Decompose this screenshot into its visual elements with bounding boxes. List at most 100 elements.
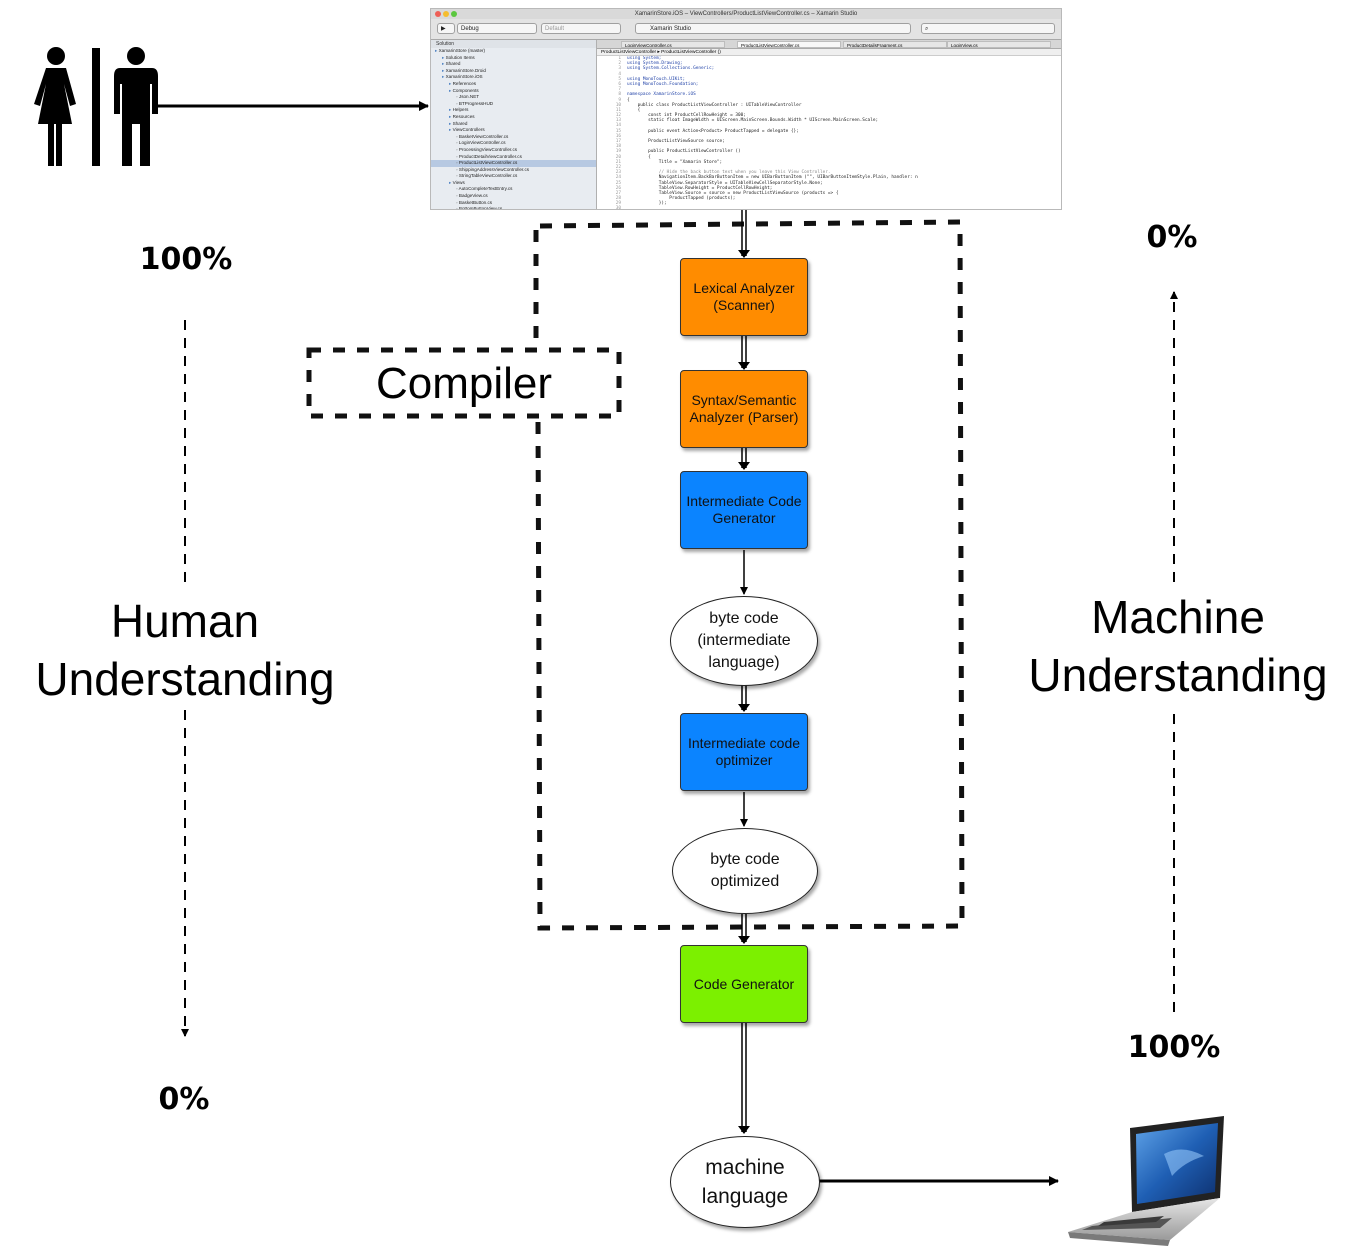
tree-item-label: ViewControllers	[452, 127, 485, 133]
tree-item[interactable]: ▫ ProductDetailViewController.cs	[431, 154, 596, 161]
code-line: 19 public ProductListViewController ()	[597, 149, 1061, 154]
tree-item-label: StringTableViewController.cs	[458, 173, 518, 179]
tree-item[interactable]: ▫ ShippingAddressViewController.cs	[431, 167, 596, 174]
search-field[interactable]: ⌕	[921, 23, 1055, 34]
tree-item[interactable]: ▸ XamarinStore.Droid	[431, 68, 596, 75]
line-number: 23	[615, 170, 621, 176]
file-icon: ▫	[456, 186, 459, 192]
tree-item[interactable]: ▸ Resources	[431, 114, 596, 121]
run-button[interactable]: ▶	[437, 23, 455, 34]
folder-icon: ▸	[449, 179, 453, 185]
code-text: public ProductListViewController ()	[627, 149, 741, 155]
file-icon: ▫	[456, 199, 459, 205]
tree-item-label: Json.NET	[458, 94, 480, 100]
tree-item[interactable]: ▫ AutoCompleteTextEntry.cs	[431, 186, 596, 193]
line-number: 14	[615, 123, 621, 129]
tree-item[interactable]: ▫ LoginViewController.cs	[431, 140, 596, 147]
editor-tab[interactable]: LoginViewController.cs	[621, 41, 725, 48]
code-text: using MonoTouch.UIKit;	[627, 76, 686, 82]
tree-item[interactable]: ▸ Helpers	[431, 107, 596, 114]
code-text: using System.Drawing;	[627, 61, 683, 67]
code-line: 14	[597, 123, 1061, 128]
syntax-analyzer-box: Syntax/Semantic Analyzer (Parser)	[680, 370, 808, 448]
editor-tabs: LoginViewController.cs ProductListViewCon…	[597, 40, 1061, 49]
file-icon: ▫	[456, 206, 459, 209]
line-number: 11	[615, 107, 621, 113]
editor-tab[interactable]: ProductListViewController.cs	[737, 41, 841, 48]
code-line: 16	[597, 134, 1061, 139]
tree-item[interactable]: ▫ Json.NET	[431, 94, 596, 101]
tree-item[interactable]: ▸ Shared	[431, 61, 596, 68]
line-number: 6	[618, 81, 621, 87]
line-number: 16	[615, 133, 621, 139]
intermediate-code-generator-label: Intermediate Code Generator	[686, 493, 802, 526]
tree-item[interactable]: ▫ BottomButtonView.cs	[431, 206, 596, 209]
tree-item[interactable]: ▸ Solution Items	[431, 55, 596, 62]
compiler-label: Compiler	[375, 359, 553, 408]
line-number: 13	[615, 118, 621, 124]
code-text: using MonoTouch.Foundation;	[627, 81, 699, 87]
solution-tree: ▸ XamarinStore (master)▸ Solution Items▸…	[431, 48, 596, 209]
editor-tab[interactable]: ProductDetailsFragment.cs	[843, 41, 947, 48]
code-text: {	[627, 97, 630, 103]
tree-item-label: ProcessingViewController.cs	[458, 146, 518, 152]
line-number: 24	[615, 175, 621, 181]
code-line: 4	[597, 72, 1061, 77]
editor-tab[interactable]: LoginView.cs	[947, 41, 1051, 48]
tree-item[interactable]: ▸ Components	[431, 88, 596, 95]
tree-item[interactable]: ▫ BasketViewController.cs	[431, 134, 596, 141]
tree-item[interactable]: ▸ References	[431, 81, 596, 88]
machine-understanding-label: Machine Understanding	[998, 588, 1358, 704]
ide-window-title: XamarinStore.iOS – ViewControllers/Produ…	[431, 9, 1061, 19]
tree-item-label: BottomButtonView.cs	[458, 206, 503, 209]
breadcrumb[interactable]: ProductListViewController ▸ ProductListV…	[597, 49, 1061, 56]
folder-icon: ▸	[449, 120, 453, 126]
tree-item[interactable]: ▫ BasketButton.cs	[431, 200, 596, 207]
close-dot-icon[interactable]	[435, 11, 441, 17]
bytecode-optimized-label: byte code optimized	[710, 851, 780, 890]
tree-item[interactable]: ▸ ViewControllers	[431, 127, 596, 134]
tree-item-label: AutoCompleteTextEntry.cs	[458, 186, 513, 192]
code-text: });	[627, 201, 667, 207]
minimize-dot-icon[interactable]	[443, 11, 449, 17]
line-number: 15	[615, 128, 621, 134]
tree-item[interactable]: ▫ ProductListViewController.cs	[431, 160, 596, 167]
file-icon: ▫	[456, 166, 459, 172]
line-number: 27	[615, 190, 621, 196]
line-number: 2	[618, 61, 621, 67]
file-icon: ▫	[456, 94, 459, 100]
tree-item-label: ProductDetailViewController.cs	[458, 153, 522, 159]
tree-item[interactable]: ▸ XamarinStore.iOS	[431, 74, 596, 81]
tree-item[interactable]: ▫ StringTableViewController.cs	[431, 173, 596, 180]
tree-item-label: BadgeView.cs	[458, 193, 488, 199]
tree-item-label: Helpers	[452, 107, 469, 113]
code-line: 18	[597, 144, 1061, 149]
line-number: 21	[615, 159, 621, 165]
folder-icon: ▸	[442, 54, 446, 60]
code-line: 22	[597, 165, 1061, 170]
bytecode-optimized-oval: byte code optimized	[672, 828, 818, 914]
line-number: 25	[615, 180, 621, 186]
tree-item-label: Shared	[452, 120, 468, 126]
tree-item[interactable]: ▸ Shared	[431, 121, 596, 128]
tree-item[interactable]: ▫ ProcessingViewController.cs	[431, 147, 596, 154]
lexical-analyzer-box: Lexical Analyzer (Scanner)	[680, 258, 808, 336]
line-number: 3	[618, 66, 621, 72]
tree-item-label: BasketViewController.cs	[458, 133, 509, 139]
zoom-dot-icon[interactable]	[451, 11, 457, 17]
code-text: ProductListViewSource source;	[627, 139, 725, 144]
tree-item[interactable]: ▫ BTProgressHUD	[431, 101, 596, 108]
line-number: 28	[615, 196, 621, 202]
solution-pad: Solution ▸ XamarinStore (master)▸ Soluti…	[431, 40, 597, 209]
file-icon: ▫	[456, 140, 459, 146]
target-select[interactable]: Default	[541, 23, 621, 34]
tree-item[interactable]: ▸ Views	[431, 180, 596, 187]
code-line: 13 static float ImageWidth = UIScreen.Ma…	[597, 118, 1061, 123]
config-select[interactable]: Debug	[457, 23, 537, 34]
code-line: 28 ProductTapped (products);	[597, 196, 1061, 201]
tree-item[interactable]: ▫ BadgeView.cs	[431, 193, 596, 200]
tree-item[interactable]: ▸ XamarinStore (master)	[431, 48, 596, 55]
